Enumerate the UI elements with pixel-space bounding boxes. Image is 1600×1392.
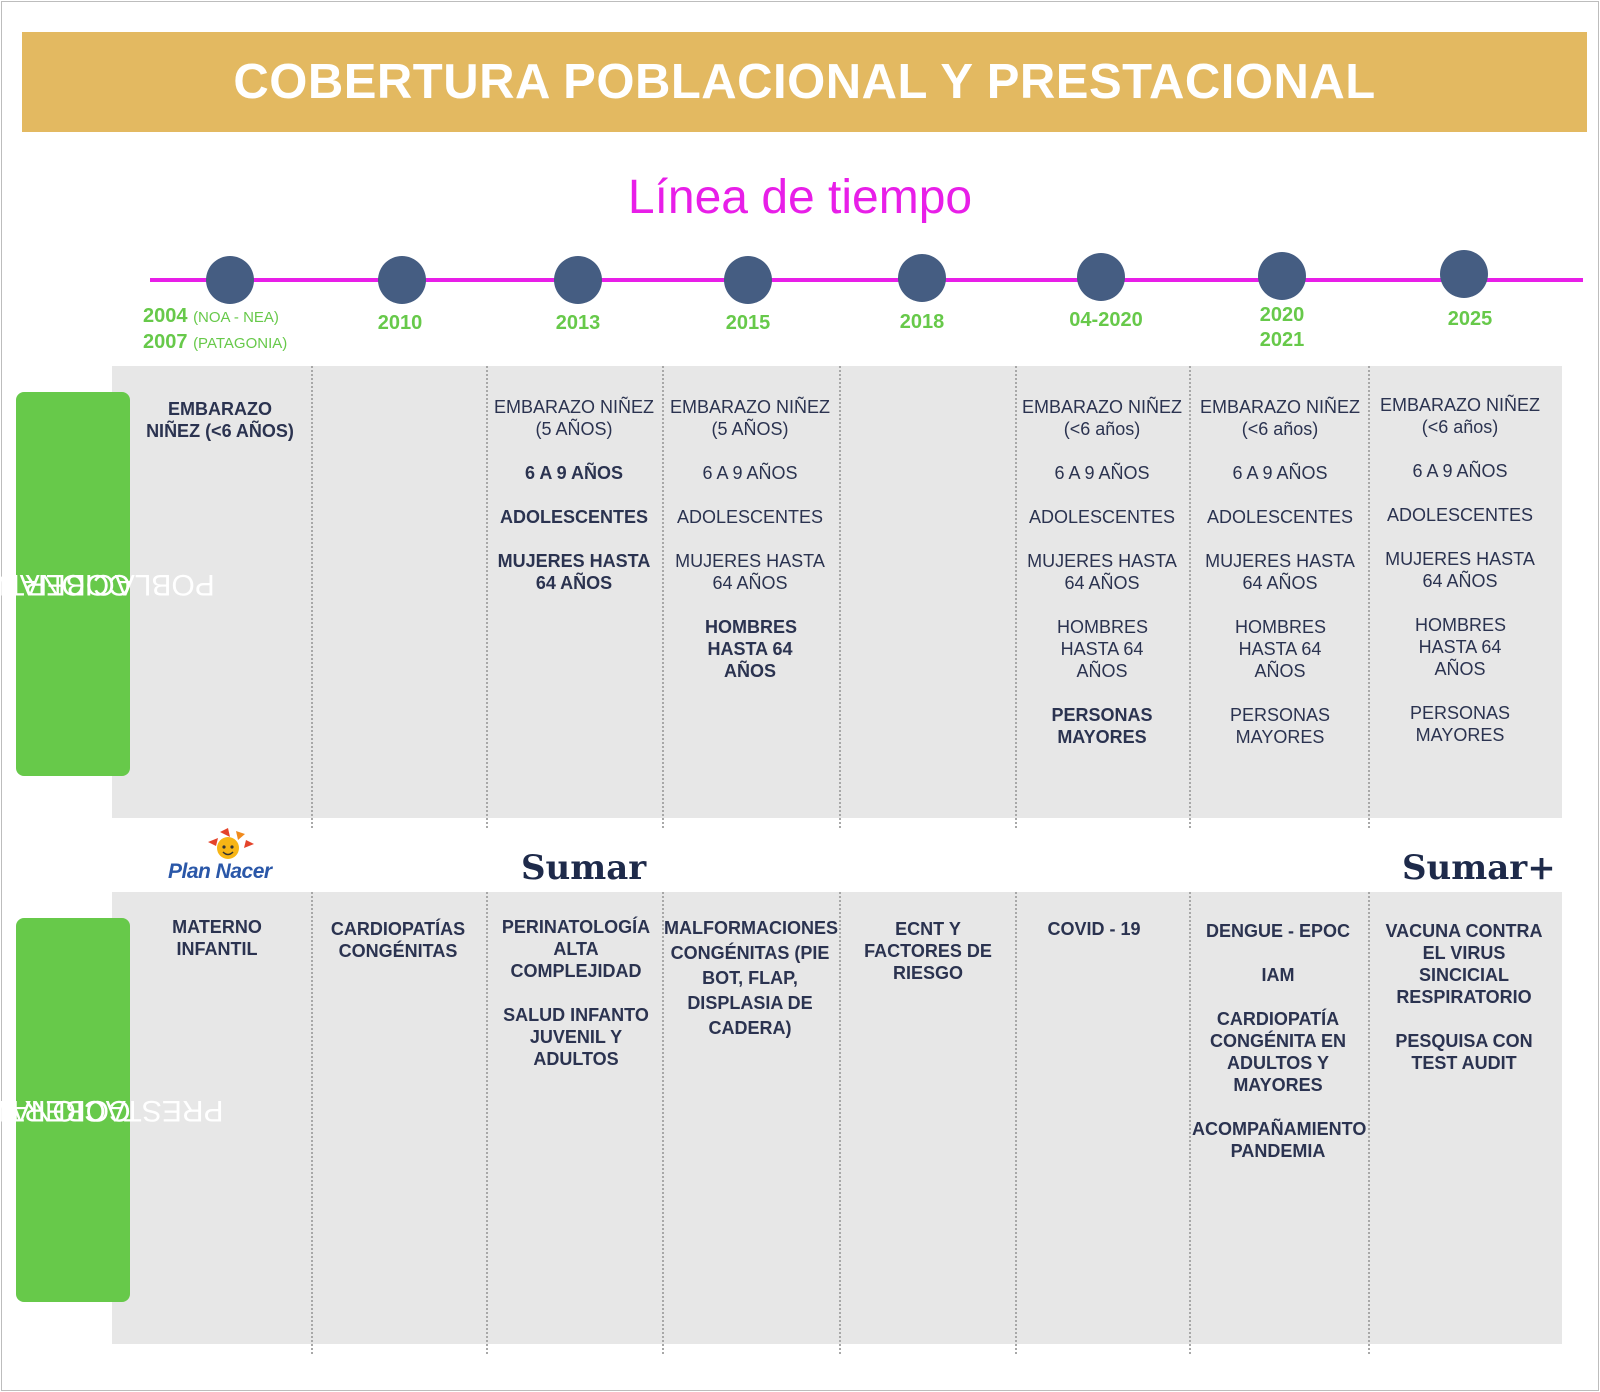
timeline-node — [724, 256, 772, 304]
cell-text: MUJERES HASTA 64 AÑOS — [1027, 551, 1177, 593]
cell-text: EMBARAZO NIÑEZ (5 AÑOS) — [494, 397, 655, 439]
column-divider — [1189, 892, 1191, 1354]
year-label: 04-2020 — [1069, 309, 1143, 331]
cell-text: ADOLESCENTES — [1206, 507, 1354, 527]
poblacional-col-2025: EMBARAZO NIÑEZ (<6 años) 6 A 9 AÑOS ADOL… — [1378, 394, 1542, 768]
cell-text: DENGUE - EPOC — [1205, 921, 1351, 941]
timeline-node — [898, 254, 946, 302]
column-divider — [839, 366, 841, 828]
cell-text: ACOMPAÑAMIENTO PANDEMIA — [1192, 1119, 1367, 1161]
prestacional-col-04-2020: COVID - 19 — [1024, 918, 1164, 962]
year-label-2020-2021: 2020 2021 — [1259, 304, 1305, 351]
column-divider — [1368, 892, 1370, 1354]
column-divider — [1368, 366, 1370, 828]
prestacional-col-2018: ECNT Y FACTORES DE RIESGO — [848, 918, 1008, 1006]
cell-text: ADOLESCENTES — [676, 507, 824, 527]
cell-text: CARDIOPATÍA CONGÉNITA EN ADULTOS Y MAYOR… — [1209, 1009, 1346, 1095]
poblacional-col-2015: EMBARAZO NIÑEZ (5 AÑOS) 6 A 9 AÑOS ADOLE… — [670, 396, 830, 704]
prestacional-col-2004: MATERNO INFANTIL — [142, 916, 292, 982]
page-title: COBERTURA POBLACIONAL Y PRESTACIONAL — [233, 55, 1376, 109]
cell-text: ADOLESCENTES — [1386, 505, 1534, 525]
poblacional-panel — [112, 366, 1562, 818]
cell-text: ECNT Y FACTORES DE RIESGO — [864, 919, 992, 983]
poblacional-col-2020-2021: EMBARAZO NIÑEZ (<6 años) 6 A 9 AÑOS ADOL… — [1198, 396, 1362, 770]
poblacional-col-2013: EMBARAZO NIÑEZ (5 AÑOS) 6 A 9 AÑOS ADOLE… — [494, 396, 654, 616]
poblacional-col-2004: EMBARAZO NIÑEZ (<6 AÑOS) — [140, 398, 300, 464]
cell-text: 6 A 9 AÑOS — [1054, 463, 1150, 483]
cell-text: PERSONAS MAYORES — [1409, 703, 1511, 745]
prestacional-col-2020-2021: DENGUE - EPOC IAM CARDIOPATÍA CONGÉNITA … — [1192, 920, 1367, 1184]
year-label: 2015 — [725, 312, 771, 334]
year-label-2004-2007: 2004 (NOA - NEA) 2007 (PATAGONIA) — [143, 305, 288, 353]
cell-text: PESQUISA CON TEST AUDIT — [1395, 1031, 1533, 1073]
cell-text: ADOLESCENTES — [1028, 507, 1176, 527]
cell-text: HOMBRES HASTA 64 AÑOS — [1057, 617, 1149, 681]
timeline-node — [1440, 250, 1488, 298]
timeline-node — [206, 256, 254, 304]
timeline-node — [1077, 253, 1125, 301]
column-divider — [662, 892, 664, 1354]
year-label: 2025 — [1447, 308, 1493, 330]
cell-text: EMBARAZO NIÑEZ (<6 AÑOS) — [146, 399, 294, 441]
cell-text: EMBARAZO NIÑEZ (<6 años) — [1379, 395, 1540, 437]
timeline-node — [554, 256, 602, 304]
cell-text: EMBARAZO NIÑEZ (<6 años) — [1022, 397, 1183, 439]
cell-text: MUJERES HASTA 64 AÑOS — [675, 551, 825, 593]
cell-text: MUJERES HASTA 64 AÑOS — [497, 551, 651, 593]
poblacional-col-04-2020: EMBARAZO NIÑEZ (<6 años) 6 A 9 AÑOS ADOL… — [1022, 396, 1182, 770]
prestacional-col-2013: PERINATOLOGÍA ALTA COMPLEJIDAD SALUD INF… — [494, 916, 658, 1092]
cell-text: CARDIOPATÍAS CONGÉNITAS — [330, 919, 466, 961]
side-label-prestacional: COBERTURAPRESTACIONAL — [0, 918, 224, 1302]
cell-text: 6 A 9 AÑOS — [1412, 461, 1508, 481]
cell-text: 6 A 9 AÑOS — [524, 463, 624, 483]
plan-nacer-name: Plan Nacer — [168, 860, 272, 883]
cell-text: HOMBRES HASTA 64 AÑOS — [1415, 615, 1507, 679]
cell-text: PERSONAS MAYORES — [1051, 705, 1153, 747]
column-divider — [662, 366, 664, 828]
title-banner: COBERTURA POBLACIONAL Y PRESTACIONAL — [22, 32, 1587, 132]
column-divider — [311, 892, 313, 1354]
cell-text: MUJERES HASTA 64 AÑOS — [1205, 551, 1355, 593]
cell-text: SALUD INFANTO JUVENIL Y ADULTOS — [503, 1005, 649, 1069]
cell-text: PERSONAS MAYORES — [1229, 705, 1331, 747]
plan-nacer-logo: Plan Nacer — [168, 828, 278, 888]
column-divider — [839, 892, 841, 1354]
sumar-plus-logo: Sumar+ — [1402, 848, 1556, 888]
cell-text: EMBARAZO NIÑEZ (<6 años) — [1199, 397, 1360, 439]
column-divider — [1189, 366, 1191, 828]
cell-text: MALFORMACIONES CONGÉNITAS (PIE BOT, FLAP… — [664, 918, 838, 1038]
cell-text: EMBARAZO NIÑEZ (5 AÑOS) — [670, 397, 831, 439]
timeline-line — [150, 278, 1583, 282]
year-label: 2010 — [377, 312, 423, 334]
prestacional-col-2015: MALFORMACIONES CONGÉNITAS (PIE BOT, FLAP… — [664, 916, 838, 1063]
column-divider — [1015, 892, 1017, 1354]
plan-nacer-sun-icon — [208, 828, 254, 859]
year-label: 2013 — [555, 312, 601, 334]
cell-text: PERINATOLOGÍA ALTA COMPLEJIDAD — [501, 917, 651, 981]
cell-text: HOMBRES HASTA 64 AÑOS — [705, 617, 798, 681]
prestacional-col-2010: CARDIOPATÍAS CONGÉNITAS — [318, 918, 478, 984]
column-divider — [311, 366, 313, 828]
cell-text: IAM — [1261, 965, 1295, 985]
cell-text: MUJERES HASTA 64 AÑOS — [1385, 549, 1535, 591]
cell-text: COVID - 19 — [1047, 919, 1141, 939]
column-divider — [486, 366, 488, 828]
cell-text: 6 A 9 AÑOS — [702, 463, 798, 483]
cell-text: MATERNO INFANTIL — [172, 917, 262, 959]
sumar-logo: Sumar — [521, 848, 647, 888]
column-divider — [486, 892, 488, 1354]
cell-text: HOMBRES HASTA 64 AÑOS — [1235, 617, 1327, 681]
year-label: 2018 — [899, 311, 945, 333]
cell-text: ADOLESCENTES — [499, 507, 649, 527]
prestacional-col-2025: VACUNA CONTRA EL VIRUS SINCICIAL RESPIRA… — [1376, 920, 1552, 1096]
column-divider — [1015, 366, 1017, 828]
timeline-node — [378, 256, 426, 304]
cell-text: VACUNA CONTRA EL VIRUS SINCICIAL RESPIRA… — [1385, 921, 1543, 1007]
timeline-node — [1258, 252, 1306, 300]
prestacional-panel — [112, 892, 1562, 1344]
cell-text: 6 A 9 AÑOS — [1232, 463, 1328, 483]
timeline-subtitle: Línea de tiempo — [627, 171, 973, 224]
